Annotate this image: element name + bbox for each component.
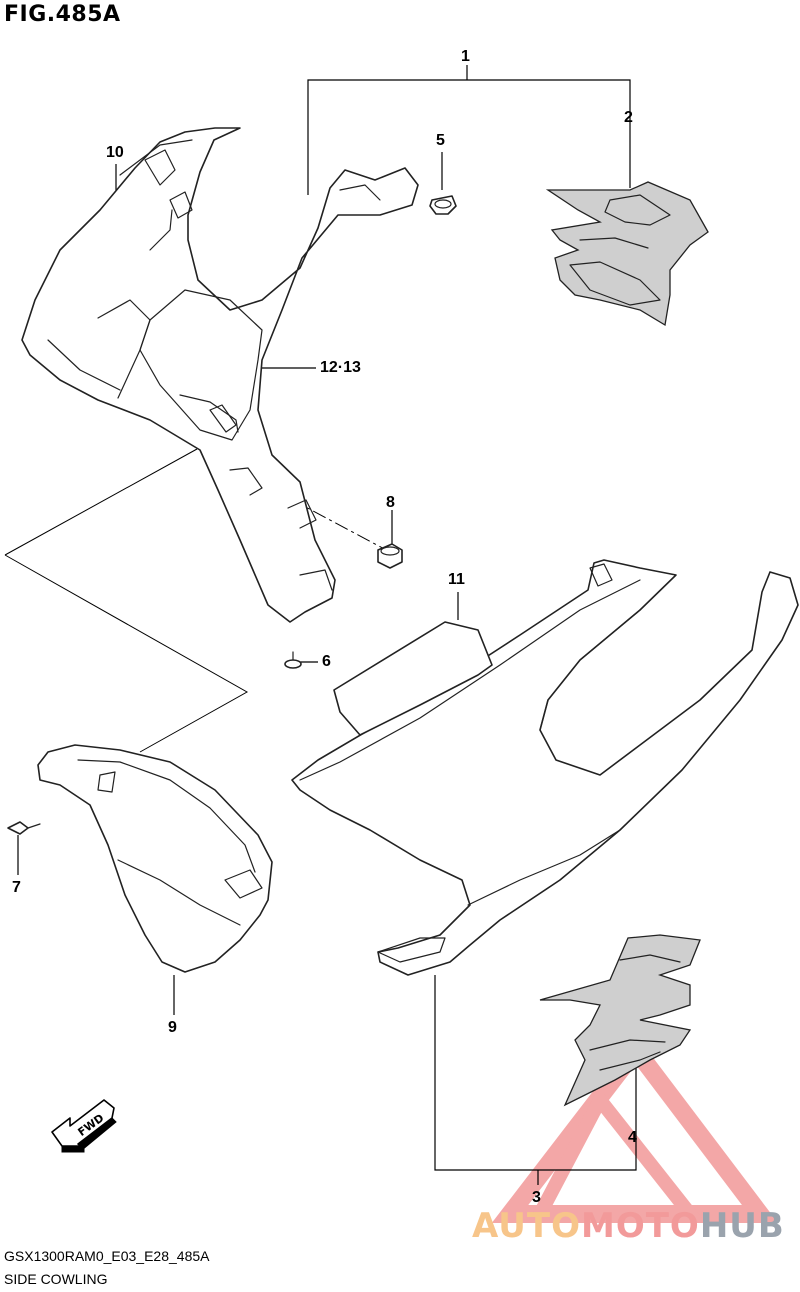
callout-9: 9 bbox=[168, 1019, 177, 1036]
diagram-code: GSX1300RAM0_E03_E28_485A bbox=[4, 1248, 210, 1264]
callout-7: 7 bbox=[12, 879, 21, 896]
part-7-screw bbox=[7, 821, 41, 835]
part-2-upper-decal bbox=[545, 181, 709, 327]
callout-2: 2 bbox=[624, 109, 633, 126]
part-6-screw bbox=[284, 651, 302, 669]
callout-6: 6 bbox=[322, 653, 331, 670]
part-5-nut bbox=[429, 195, 457, 215]
part-9-inner-panel bbox=[37, 744, 273, 973]
diagram-section-name: SIDE COWLING bbox=[4, 1271, 108, 1287]
figure-title: FIG.485A bbox=[4, 2, 121, 27]
part-8-grommet bbox=[377, 543, 403, 569]
callout-3: 3 bbox=[532, 1189, 541, 1206]
part-10-bracket bbox=[144, 149, 193, 219]
watermark-auto: AUTO bbox=[472, 1206, 581, 1246]
watermark-hub: HUB bbox=[699, 1206, 785, 1246]
part-12-13-upper-side-cowling bbox=[21, 127, 419, 623]
callout-11: 11 bbox=[448, 571, 465, 588]
part-11-lower-side-cowling bbox=[291, 559, 799, 976]
watermark-triangle-logo bbox=[491, 1035, 779, 1223]
part-3-lower-decal bbox=[539, 934, 701, 1107]
callout-10: 10 bbox=[106, 144, 124, 161]
callout-5: 5 bbox=[436, 132, 445, 149]
callout-4: 4 bbox=[628, 1129, 637, 1146]
assembly-phantom-lines bbox=[4, 448, 391, 753]
callout-1: 1 bbox=[461, 48, 470, 65]
watermark-text: AUTOMOTOHUB bbox=[472, 1206, 785, 1246]
watermark-moto: MOTO bbox=[580, 1206, 700, 1246]
callout-12-13: 12·13 bbox=[320, 359, 361, 376]
callout-8: 8 bbox=[386, 494, 395, 511]
fwd-direction-arrow: FWD bbox=[51, 1099, 117, 1153]
